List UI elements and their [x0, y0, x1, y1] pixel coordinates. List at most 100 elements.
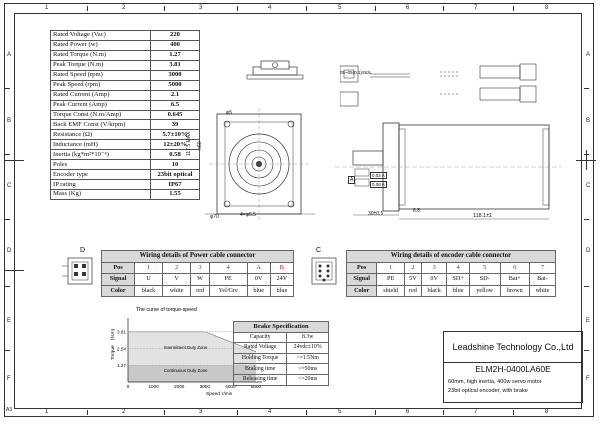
spec-value: 1.27: [150, 49, 200, 61]
frame-tick: [5, 154, 10, 155]
brake-value: <=20ms: [286, 373, 329, 386]
frame-tick: [87, 6, 88, 11]
frame-tick: [443, 410, 444, 415]
frame-column-label: 5: [338, 409, 342, 415]
wiring-pos-cell: A: [246, 261, 271, 274]
motor-front-view: [205, 108, 315, 220]
wiring-signal-cell: Bat+: [499, 273, 530, 286]
brake-label: Braking time: [232, 363, 288, 375]
spec-value: 39: [150, 119, 200, 131]
centering-mark: [586, 150, 587, 170]
frame-tick: [584, 350, 589, 351]
dim-cable-label: 05~05(0.1)Stds: [340, 70, 371, 75]
spec-label: Rated Torque (N.m): [50, 49, 151, 61]
centering-mark: [14, 150, 15, 170]
title-block: Leadshine Technology Co.,Ltd ELM2H-0400L…: [443, 331, 583, 403]
spec-value: 220: [150, 30, 200, 41]
spec-label: Poles: [50, 159, 151, 171]
dim-square: □60: [197, 141, 203, 150]
frame-column-label: 6: [406, 5, 410, 11]
brake-value: 24vdc±10%: [286, 342, 329, 354]
spec-label: Peak Torque (N.m): [50, 59, 151, 71]
spec-label: Encoder type: [50, 169, 151, 181]
company-name: Leadshine Technology Co.,Ltd: [444, 332, 582, 363]
spec-row: Rated Current (Amp)2.1: [50, 89, 200, 101]
wiring-pos-cell: 4: [208, 261, 248, 274]
spec-label: Inertia (kg*m²*10⁻⁴): [50, 149, 151, 161]
frame-tick: [584, 219, 589, 220]
wiring-row-header: Color: [100, 284, 136, 297]
spec-row: Inductance (mH)12±20%: [50, 139, 200, 151]
wiring-signal-cell: 0V: [420, 273, 448, 286]
dim-length: 118.1±1: [473, 213, 493, 219]
chart-x-tick-label: 0: [127, 384, 130, 389]
drawing-frame-inner: [14, 13, 582, 409]
wiring-color-cell: blue: [246, 284, 271, 297]
frame-column-label: 1: [45, 409, 49, 415]
frame-tick: [513, 6, 514, 11]
model-number: ELM2H-0400LA60E: [475, 364, 551, 374]
frame-column-label: 5: [338, 5, 342, 11]
spec-value: 3000: [150, 69, 200, 81]
dim-bolt-circle: φ70: [210, 214, 219, 220]
chart-zone-label: Intermittent Duty Zone: [164, 345, 208, 350]
spec-label: Back EMF Const (V/krpm): [50, 119, 151, 131]
wiring-signal-cell: U: [134, 273, 163, 286]
chart-x-tick-label: 5000: [251, 384, 262, 389]
spec-value: 12±20%: [150, 139, 200, 151]
frame-row-label: F: [586, 376, 590, 382]
frame-tick: [164, 410, 165, 415]
dim-tolerance-1: 0.02 A: [370, 172, 387, 179]
frame-tick: [375, 410, 376, 415]
frame-tick: [5, 350, 10, 351]
wiring-color-cell: blue: [446, 284, 470, 297]
spec-row: Back EMF Const (V/krpm)39: [50, 119, 200, 131]
chart-y-tick-label: 2.54: [117, 346, 126, 351]
frame-row-label: A: [586, 52, 591, 58]
wiring-color-cell: shield: [376, 284, 405, 297]
spec-row: Resistance (Ω)5.7±10%: [50, 129, 200, 141]
wiring-color-cell: red: [403, 284, 422, 297]
wiring-row-header: Pos: [345, 261, 378, 274]
brake-value: >=1.5Nm: [286, 352, 329, 365]
wiring-color-cell: brown: [499, 284, 530, 297]
spec-label: IP rating: [50, 179, 151, 190]
frame-row-label: D: [7, 248, 12, 254]
spec-label: Torque Const (N.m/Amp): [50, 109, 151, 121]
frame-tick: [237, 6, 238, 11]
spec-value: 23bit optical: [150, 169, 200, 181]
frame-column-label: 7: [474, 5, 478, 11]
dim-offset: 6.8: [413, 208, 420, 214]
frame-tick: [5, 219, 10, 220]
frame-tick: [5, 286, 10, 287]
wiring-signal-cell: V: [161, 273, 192, 286]
chart-zone-label: Continuous Duty Zone: [164, 368, 208, 373]
spec-value: 6.5: [150, 99, 200, 111]
wiring-pos-cell: 1: [376, 261, 405, 274]
wiring-pos-cell: 3: [420, 261, 448, 274]
dim-datum: A: [348, 176, 356, 184]
frame-column-label: 8: [545, 5, 549, 11]
spec-label: Rated Power (w): [50, 39, 151, 51]
wiring-pos-cell: 6: [499, 261, 530, 274]
brake-label: Releasing time: [232, 373, 288, 386]
chart-x-tick-label: 4000: [225, 384, 236, 389]
wiring-signal-cell: SD-: [468, 273, 501, 286]
spec-label: Rated Current (Amp): [50, 89, 151, 101]
wiring-signal-cell: 0V: [246, 273, 271, 286]
motor-side-view: [335, 122, 561, 220]
wiring-signal-cell: 24V: [269, 273, 295, 286]
spec-label: Inductance (mH): [50, 139, 151, 151]
brake-title: Brake Specification: [233, 321, 329, 333]
wiring-color-cell: yellow: [468, 284, 501, 297]
frame-row-label: C: [7, 183, 12, 189]
wiring-color-cell: red: [190, 284, 210, 297]
frame-row-label: E: [7, 318, 12, 324]
spec-value: 400: [150, 39, 200, 51]
